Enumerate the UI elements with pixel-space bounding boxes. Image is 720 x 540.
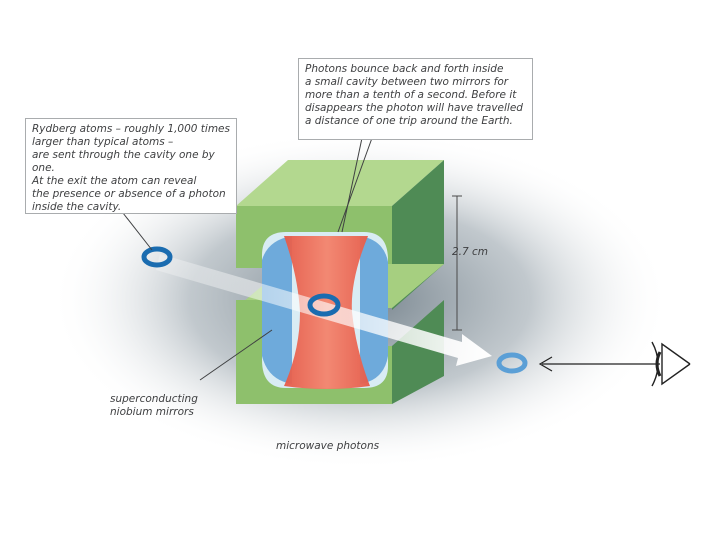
dimension-bracket [452,195,462,331]
arrow-left-icon [538,356,660,372]
microwave-label: microwave photons [276,440,380,452]
atom-exit-ring [496,352,528,374]
rydberg-callout: Rydberg atoms – roughly 1,000 times larg… [25,118,237,214]
atom-cavity-ring [307,293,341,317]
atom-beam [156,254,492,366]
mirrors-label: superconducting niobium mirrors [110,393,198,418]
atom-entry-ring [141,246,173,268]
photons-leader-line-b [337,137,373,233]
dimension-label: 2.7 cm [452,246,489,258]
photons-callout: Photons bounce back and forth inside a s… [298,58,533,140]
mirrors-leader-line [199,329,273,381]
photons-leader-line-a [341,137,363,233]
right-mirror [360,236,388,384]
rydberg-leader-line [122,212,153,251]
left-mirror [262,236,292,384]
eye-icon [651,341,691,387]
